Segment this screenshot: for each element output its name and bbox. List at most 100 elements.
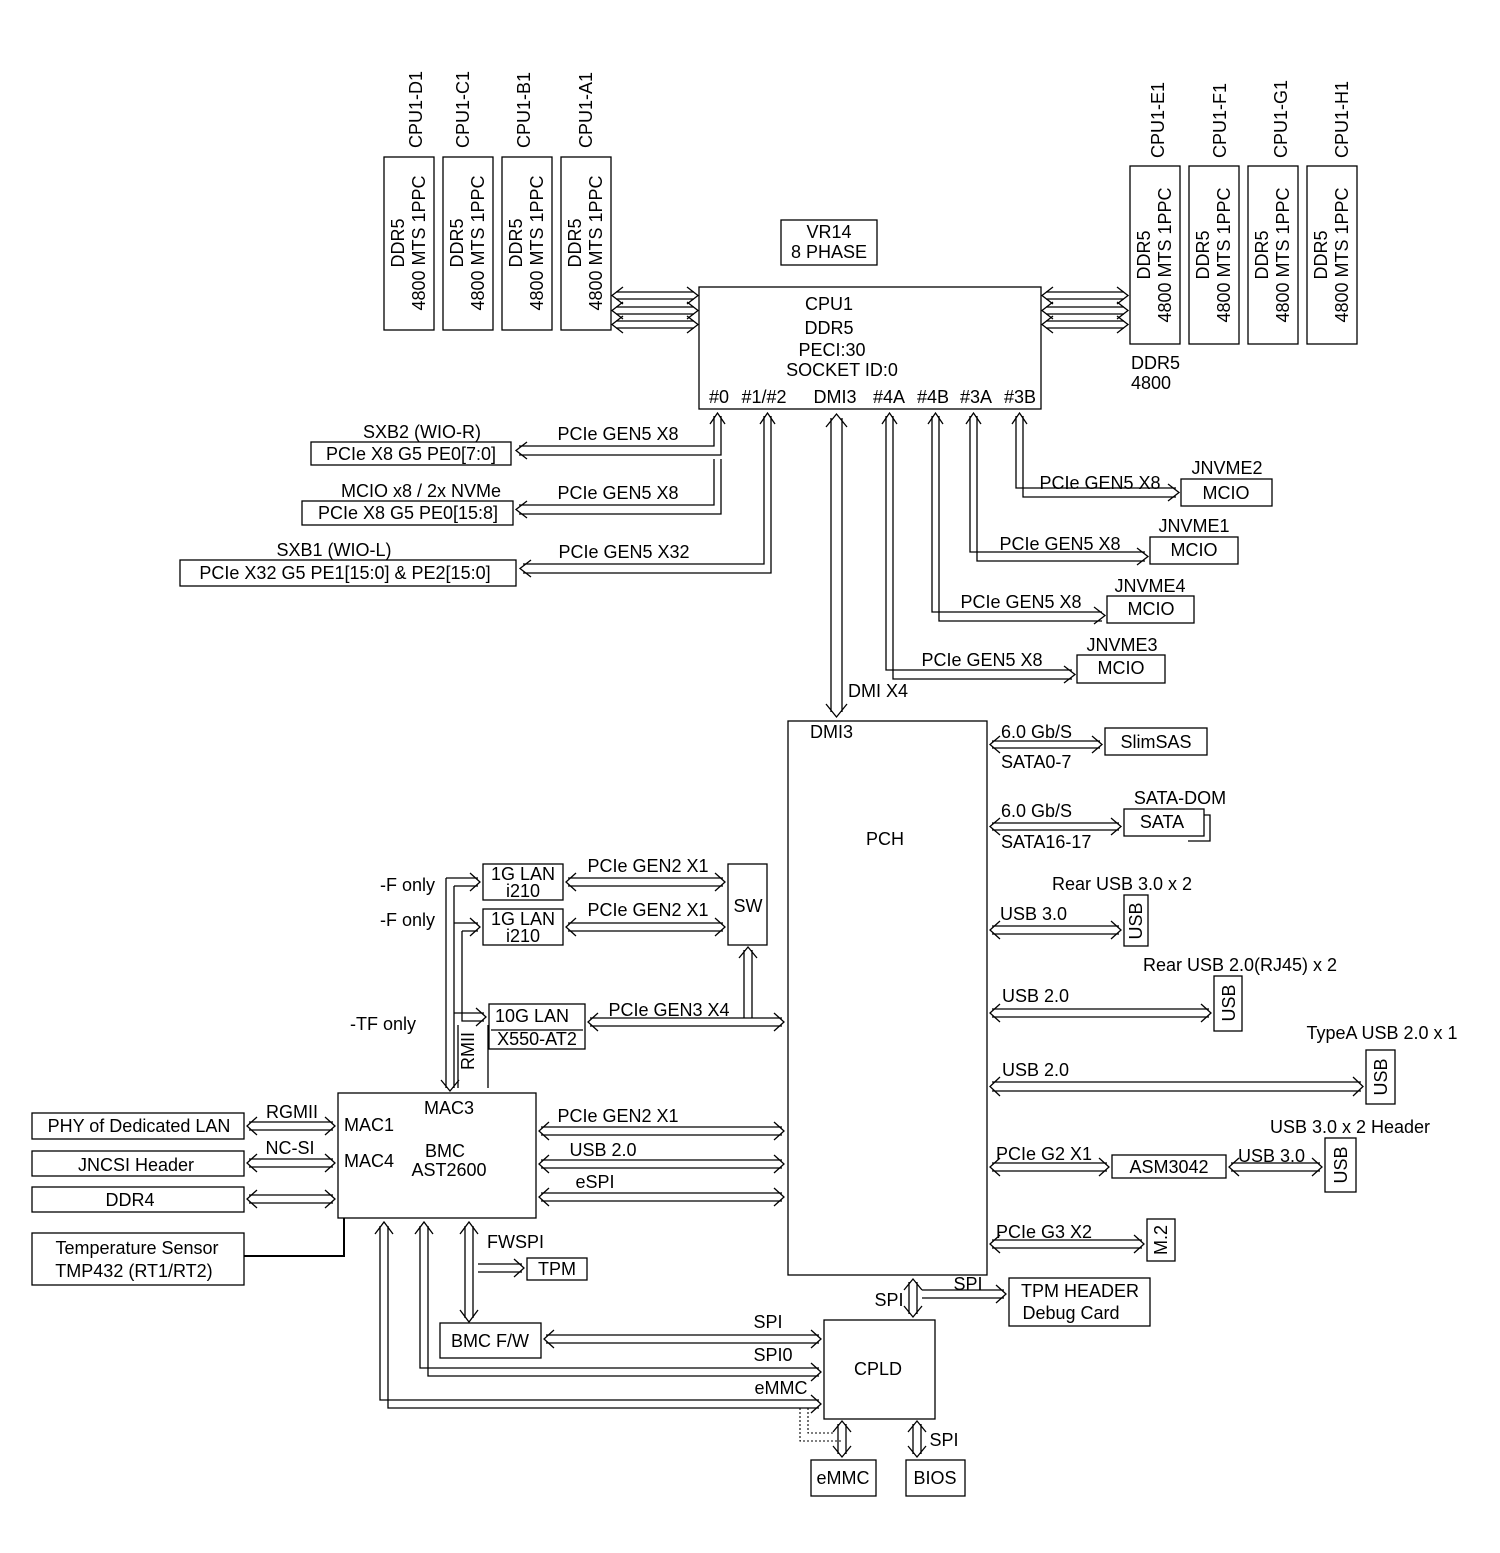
jnvme1-box: MCIO bbox=[1171, 540, 1218, 560]
cpu-port-dmi3: DMI3 bbox=[813, 387, 856, 407]
tpm-label: TPM bbox=[538, 1259, 576, 1279]
lan-10g: 10G LAN X550-AT2 bbox=[488, 1003, 586, 1050]
jncsi-label: JNCSI Header bbox=[78, 1155, 194, 1175]
ddr-note-line1: DDR5 bbox=[1131, 353, 1180, 373]
dimm-slot-label: CPU1-D1 bbox=[406, 71, 426, 148]
ncsi-label: NC-SI bbox=[266, 1138, 315, 1158]
cpu-port-1-2: #1/#2 bbox=[741, 387, 786, 407]
spi-fw-label: SPI bbox=[753, 1312, 782, 1332]
tpm-header-line2: Debug Card bbox=[1022, 1303, 1119, 1323]
vr-line2: 8 PHASE bbox=[791, 242, 867, 262]
pch-cpld-spi: SPI bbox=[874, 1277, 923, 1319]
vr14-box: VR14 8 PHASE bbox=[780, 219, 878, 266]
lan-bus-2: PCIe GEN2 X1 bbox=[587, 900, 708, 920]
satadom-speed: 6.0 Gb/S bbox=[1001, 801, 1072, 821]
spi0-label: SPI0 bbox=[753, 1345, 792, 1365]
mcio-x8-box: PCIe X8 G5 PE0[15:8] bbox=[318, 503, 498, 523]
dimm-type-label: DDR5 bbox=[388, 218, 408, 267]
rmii-label: RMII bbox=[458, 1032, 478, 1070]
jnvme2: JNVME2 MCIO PCIe GEN5 X8 bbox=[1011, 411, 1273, 507]
tf-only-label: -TF only bbox=[350, 1014, 416, 1034]
dimm-speed-label: 4800 MTS 1PPC bbox=[1214, 187, 1234, 322]
cpu-port-3b: #3B bbox=[1004, 387, 1036, 407]
jncsi-header: JNCSI Header NC-SI bbox=[31, 1138, 336, 1177]
dimm-slot-label: CPU1-B1 bbox=[514, 72, 534, 148]
ddr4-label: DDR4 bbox=[105, 1190, 154, 1210]
cpu-mem: DDR5 bbox=[804, 318, 853, 338]
asm-box: ASM3042 bbox=[1129, 1157, 1208, 1177]
jnvme1-name: JNVME1 bbox=[1158, 516, 1229, 536]
slimsas-speed: 6.0 Gb/S bbox=[1001, 722, 1072, 742]
f-only-label-2: -F only bbox=[380, 910, 435, 930]
bmc-bus-espi: eSPI bbox=[575, 1172, 614, 1192]
jnvme3: JNVME3 MCIO PCIe GEN5 X8 bbox=[881, 411, 1166, 684]
dmi-bus-label: DMI X4 bbox=[848, 681, 908, 701]
sxb1-bus: PCIe GEN5 X32 bbox=[558, 542, 689, 562]
jnvme2-box: MCIO bbox=[1203, 483, 1250, 503]
sxb2-title: SXB2 (WIO-R) bbox=[363, 422, 481, 442]
bios-label: BIOS bbox=[913, 1468, 956, 1488]
lan-1g-1: 1G LAN i210 bbox=[482, 863, 564, 901]
bmc-mac1: MAC1 bbox=[344, 1115, 394, 1135]
dimm-cpu1-a1: DDR5 4800 MTS 1PPC CPU1-A1 bbox=[560, 72, 612, 331]
jnvme4-bus: PCIe GEN5 X8 bbox=[960, 592, 1081, 612]
dimm-speed-label: 4800 MTS 1PPC bbox=[1332, 187, 1352, 322]
bmc-mac3: MAC3 bbox=[424, 1098, 474, 1118]
sxb2-bus: PCIe GEN5 X8 bbox=[557, 424, 678, 444]
typea-usb-link: TypeA USB 2.0 x 1 USB 2.0 USB bbox=[989, 1023, 1458, 1105]
mcio-x8-link: MCIO x8 / 2x NVMe PCIe X8 G5 PE0[15:8] P… bbox=[301, 481, 679, 526]
bmc-title: BMC bbox=[425, 1141, 465, 1161]
satadom-title: SATA-DOM bbox=[1134, 788, 1226, 808]
phy-label: PHY of Dedicated LAN bbox=[48, 1116, 231, 1136]
m2-bus: PCIe G3 X2 bbox=[996, 1222, 1092, 1242]
bmc-cpld-links: SPI SPI0 eMMC bbox=[374, 1220, 842, 1442]
dimm-cpu1-g1: DDR5 4800 MTS 1PPC CPU1-G1 bbox=[1247, 80, 1299, 345]
cpu-port-3a: #3A bbox=[960, 387, 992, 407]
satadom-port: SATA16-17 bbox=[1001, 832, 1091, 852]
rear-usb2-bus: USB 2.0 bbox=[1002, 986, 1069, 1006]
asm-usb-box: USB bbox=[1331, 1146, 1351, 1183]
bios-spi-label: SPI bbox=[929, 1430, 958, 1450]
dimm-type-label: DDR5 bbox=[1193, 230, 1213, 279]
temp-line2: TMP432 (RT1/RT2) bbox=[55, 1261, 212, 1281]
temp-line1: Temperature Sensor bbox=[55, 1238, 218, 1258]
dimm-speed-label: 4800 MTS 1PPC bbox=[1155, 187, 1175, 322]
sxb1-link: SXB1 (WIO-L) PCIe X32 G5 PE1[15:0] & PE2… bbox=[179, 540, 690, 587]
jnvme4: JNVME4 MCIO PCIe GEN5 X8 bbox=[927, 411, 1195, 625]
jnvme2-name: JNVME2 bbox=[1191, 458, 1262, 478]
rear-usb3-bus: USB 3.0 bbox=[1000, 904, 1067, 924]
satadom-box: SATA bbox=[1140, 812, 1184, 832]
cpu-port-4a: #4A bbox=[873, 387, 905, 407]
lan1-line2: i210 bbox=[506, 881, 540, 901]
dimm-cpu1-h1: DDR5 4800 MTS 1PPC CPU1-H1 bbox=[1306, 81, 1358, 345]
jnvme1-bus: PCIe GEN5 X8 bbox=[999, 534, 1120, 554]
dmi-link: DMI X4 bbox=[825, 412, 908, 719]
bmc-box: MAC3 MAC1 MAC4 BMC AST2600 bbox=[337, 1092, 537, 1219]
tpm-header-line1: TPM HEADER bbox=[1021, 1281, 1139, 1301]
bmc-fw-box: BMC F/W bbox=[439, 1322, 542, 1359]
lan-wires bbox=[440, 872, 785, 1093]
typea-title: TypeA USB 2.0 x 1 bbox=[1306, 1023, 1457, 1043]
rear-usb3-title: Rear USB 3.0 x 2 bbox=[1052, 874, 1192, 894]
cpu-peci: PECI:30 bbox=[798, 340, 865, 360]
cpu1-box: CPU1 DDR5 PECI:30 SOCKET ID:0 #0 #1/#2 D… bbox=[698, 286, 1042, 410]
tpm-header-link: TPM HEADER Debug Card SPI bbox=[922, 1274, 1151, 1327]
emmc-bus-label: eMMC bbox=[755, 1378, 808, 1398]
cpld-box: CPLD bbox=[823, 1319, 936, 1420]
ddr-note-line2: 4800 bbox=[1131, 373, 1171, 393]
jnvme4-name: JNVME4 bbox=[1114, 576, 1185, 596]
lan10-line2: X550-AT2 bbox=[497, 1029, 577, 1049]
dimm-slot-label: CPU1-G1 bbox=[1271, 80, 1291, 158]
dimm-slot-label: CPU1-E1 bbox=[1148, 82, 1168, 158]
dimm-type-label: DDR5 bbox=[1252, 230, 1272, 279]
dimm-type-label: DDR5 bbox=[1134, 230, 1154, 279]
bmc-bus-usb: USB 2.0 bbox=[569, 1140, 636, 1160]
tpm-spi-label: SPI bbox=[953, 1274, 982, 1294]
lan1-line1: 1G LAN bbox=[491, 864, 555, 884]
dimm-cpu1-b1: DDR5 4800 MTS 1PPC CPU1-B1 bbox=[501, 72, 553, 331]
dimm-speed-label: 4800 MTS 1PPC bbox=[527, 175, 547, 310]
dimm-speed-label: 4800 MTS 1PPC bbox=[468, 175, 488, 310]
dimm-speed-label: 4800 MTS 1PPC bbox=[1273, 187, 1293, 322]
fwspi-label: FWSPI bbox=[487, 1232, 544, 1252]
